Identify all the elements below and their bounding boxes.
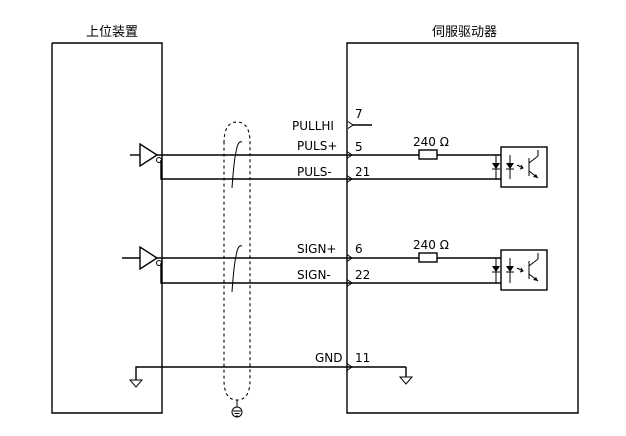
- sign-minus-label: SIGN-: [297, 268, 331, 282]
- gnd-line: [135, 366, 407, 380]
- servo-driver-title: 伺服驱动器: [432, 25, 497, 40]
- sign-resistor-label: 240 Ω: [413, 238, 449, 252]
- puls-plus-label: PULS+: [297, 139, 337, 153]
- cable-shield: [223, 121, 251, 401]
- gnd-label: GND: [315, 351, 343, 365]
- puls-minus-label: PULS-: [297, 165, 332, 179]
- sign-plus-pin-number: 6: [355, 242, 363, 256]
- sign-minus-pin-number: 22: [355, 268, 370, 282]
- sign-twist: [231, 245, 243, 293]
- pullhi-arrow-icon: [347, 121, 354, 129]
- shield-ground-icon: [231, 406, 243, 418]
- sign-plus-label: SIGN+: [297, 242, 337, 256]
- gnd-pin-number: 11: [355, 351, 370, 365]
- driver-ground-icon: [398, 376, 414, 385]
- host-device-box: [51, 42, 163, 414]
- pullhi-pin-number: 7: [355, 107, 363, 121]
- puls-minus-pin-number: 21: [355, 165, 370, 179]
- pulse-line-driver: [130, 142, 352, 180]
- pullhi-label: PULLHI: [292, 119, 334, 133]
- pulse-optocoupler-icon: [492, 146, 548, 188]
- pulse-twist: [231, 141, 243, 189]
- servo-driver-box: [346, 42, 579, 414]
- pulse-resistor: [418, 149, 438, 160]
- pulse-resistor-label: 240 Ω: [413, 135, 449, 149]
- sign-optocoupler-icon: [492, 249, 548, 291]
- puls-plus-pin-number: 5: [355, 140, 363, 154]
- host-ground-icon: [128, 379, 144, 388]
- sign-resistor: [418, 252, 438, 263]
- host-device-title: 上位装置: [86, 25, 138, 40]
- sign-line-driver: [122, 245, 352, 284]
